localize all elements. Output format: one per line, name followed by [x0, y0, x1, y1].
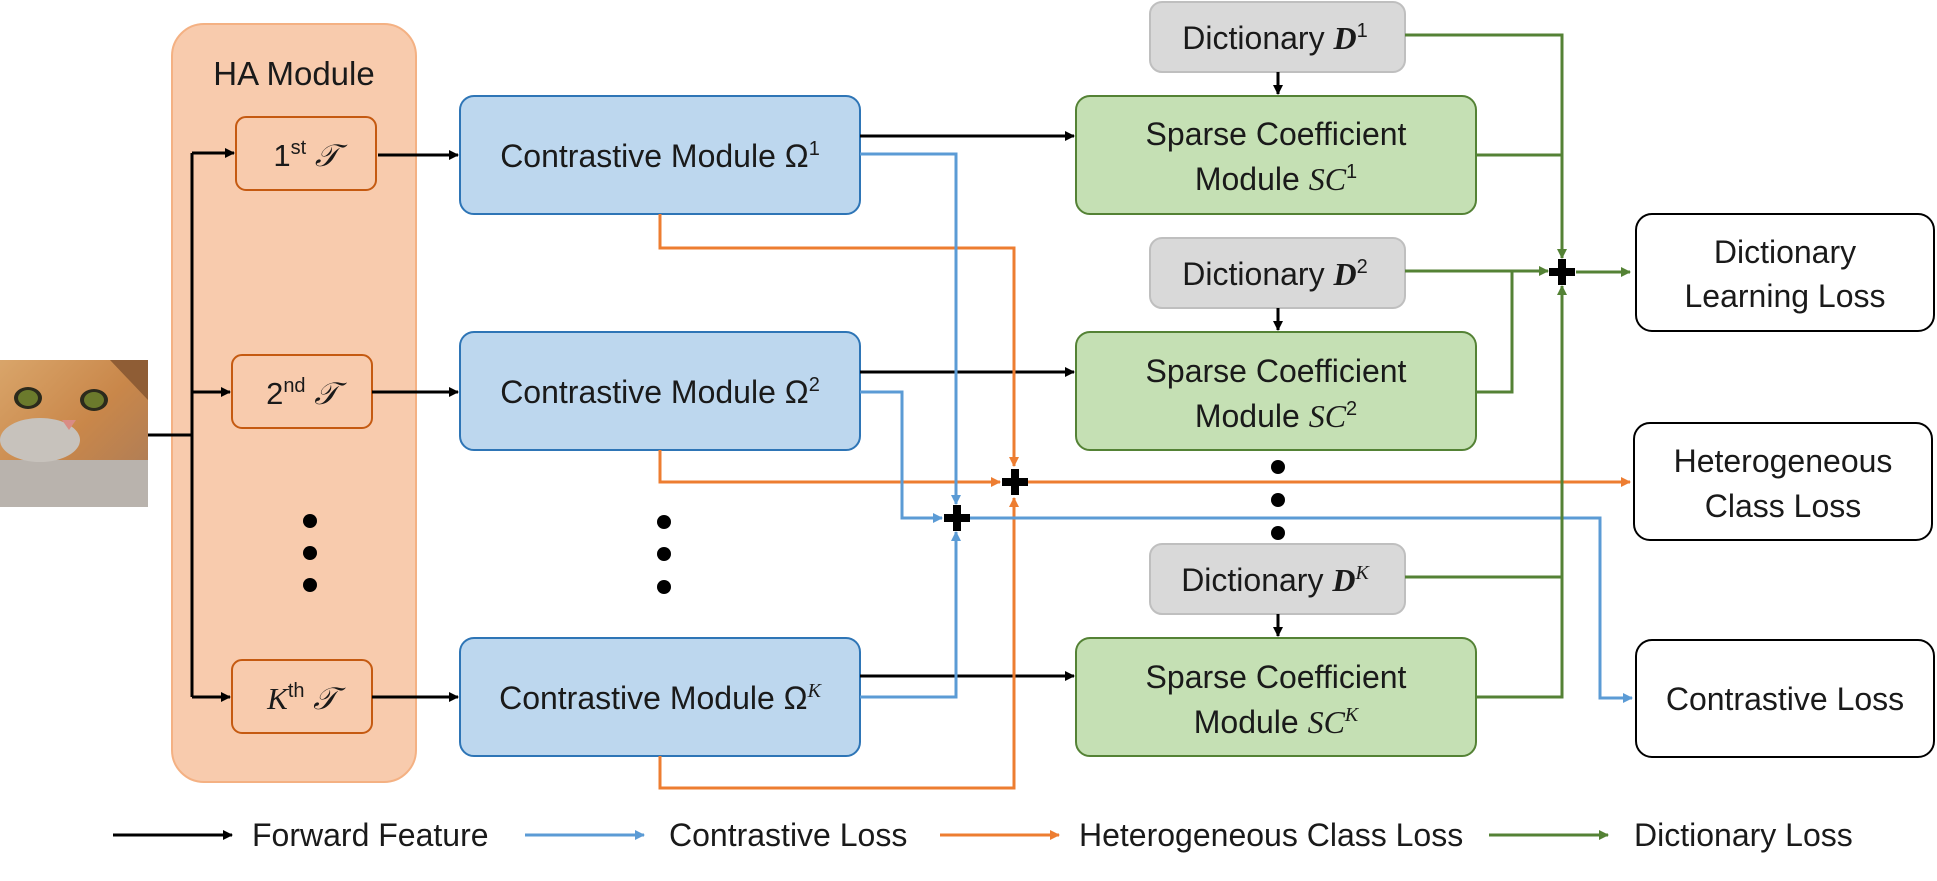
contrastive-module-k: Contrastive Module ΩK — [459, 637, 861, 757]
svg-text:Contrastive Module ΩK: Contrastive Module ΩK — [499, 680, 823, 716]
svg-text:Module SC2: Module SC2 — [1195, 398, 1357, 434]
svg-text:Contrastive Module Ω2: Contrastive Module Ω2 — [500, 374, 820, 410]
dictionary-2: Dictionary D2 — [1149, 237, 1406, 309]
cat-photo-icon — [0, 360, 148, 507]
transform-index: K — [266, 681, 290, 716]
contrastive-to-sparse-arrows — [860, 131, 1075, 681]
transform-1: 1st 𝒯 — [235, 116, 377, 191]
transform-suffix: nd — [283, 375, 305, 397]
transform-suffix: st — [291, 137, 307, 159]
contrastive-module-2: Contrastive Module Ω2 — [459, 331, 861, 451]
svg-text:2nd 𝒯: 2nd 𝒯 — [266, 375, 347, 411]
heterogeneous-class-loss-box: Heterogeneous Class Loss — [1633, 422, 1933, 541]
transform-index: 2 — [266, 376, 283, 411]
svg-text:Dictionary D2: Dictionary D2 — [1182, 256, 1367, 292]
sparse-module-1: Sparse Coefficient Module SC1 — [1075, 95, 1477, 215]
svg-text:Module SC1: Module SC1 — [1195, 161, 1357, 197]
svg-text:1st 𝒯: 1st 𝒯 — [273, 137, 347, 173]
transform-suffix: th — [288, 680, 305, 702]
dictionary-sum-icon — [1549, 259, 1575, 285]
transform-2: 2nd 𝒯 — [231, 354, 373, 429]
legend-item-contrastive: Contrastive Loss — [525, 817, 907, 853]
svg-text:Module SCK: Module SCK — [1194, 704, 1360, 740]
heterogeneous-loss-lines — [658, 214, 1631, 790]
svg-text:Dictionary: Dictionary — [1714, 234, 1856, 270]
svg-text:Dictionary D1: Dictionary D1 — [1182, 20, 1367, 56]
svg-text:Contrastive Module Ω1: Contrastive Module Ω1 — [500, 138, 820, 174]
svg-text:Sparse Coefficient: Sparse Coefficient — [1146, 116, 1407, 152]
transform-to-contrastive-arrows — [372, 150, 459, 702]
contrastive-loss-lines — [860, 152, 1633, 703]
contrastive-sum-icon — [944, 505, 970, 531]
transform-index: 1 — [273, 138, 290, 173]
input-fanout-arrows — [148, 148, 235, 702]
ha-module-title: HA Module — [213, 55, 374, 92]
heterogeneous-sum-icon — [1002, 469, 1028, 495]
svg-text:Forward Feature: Forward Feature — [252, 817, 489, 853]
dictionary-loss-lines — [1405, 33, 1631, 699]
svg-text:Class Loss: Class Loss — [1705, 488, 1862, 524]
contrastive-ellipsis-icon — [657, 515, 671, 594]
svg-text:Kth 𝒯: Kth 𝒯 — [266, 680, 346, 716]
svg-text:Contrastive Loss: Contrastive Loss — [669, 817, 907, 853]
sparse-module-k: Sparse Coefficient Module SCK — [1075, 637, 1477, 757]
legend-item-heterogeneous: Heterogeneous Class Loss — [940, 817, 1463, 853]
sparse-ellipsis-icon — [1271, 460, 1285, 540]
contrastive-module-1: Contrastive Module Ω1 — [459, 95, 861, 215]
svg-text:Dictionary DK: Dictionary DK — [1181, 562, 1370, 598]
svg-text:Sparse Coefficient: Sparse Coefficient — [1146, 659, 1407, 695]
legend: Forward Feature Contrastive Loss Heterog… — [113, 817, 1853, 853]
ha-ellipsis-icon — [303, 514, 317, 592]
transform-k: Kth 𝒯 — [231, 659, 373, 734]
legend-item-forward: Forward Feature — [113, 817, 489, 853]
sparse-module-2: Sparse Coefficient Module SC2 — [1075, 331, 1477, 451]
svg-text:Sparse Coefficient: Sparse Coefficient — [1146, 353, 1407, 389]
svg-text:Heterogeneous: Heterogeneous — [1674, 443, 1893, 479]
legend-item-dictionary: Dictionary Loss — [1489, 817, 1853, 853]
dictionary-learning-loss-box: Dictionary Learning Loss — [1635, 213, 1935, 332]
dictionary-k: Dictionary DK — [1149, 543, 1406, 615]
contrastive-loss-box: Contrastive Loss — [1635, 639, 1935, 758]
svg-text:Dictionary Loss: Dictionary Loss — [1634, 817, 1853, 853]
svg-text:Learning Loss: Learning Loss — [1684, 278, 1885, 314]
svg-text:Heterogeneous Class Loss: Heterogeneous Class Loss — [1079, 817, 1463, 853]
dictionary-1: Dictionary D1 — [1149, 1, 1406, 73]
svg-text:Contrastive Loss: Contrastive Loss — [1666, 681, 1904, 717]
